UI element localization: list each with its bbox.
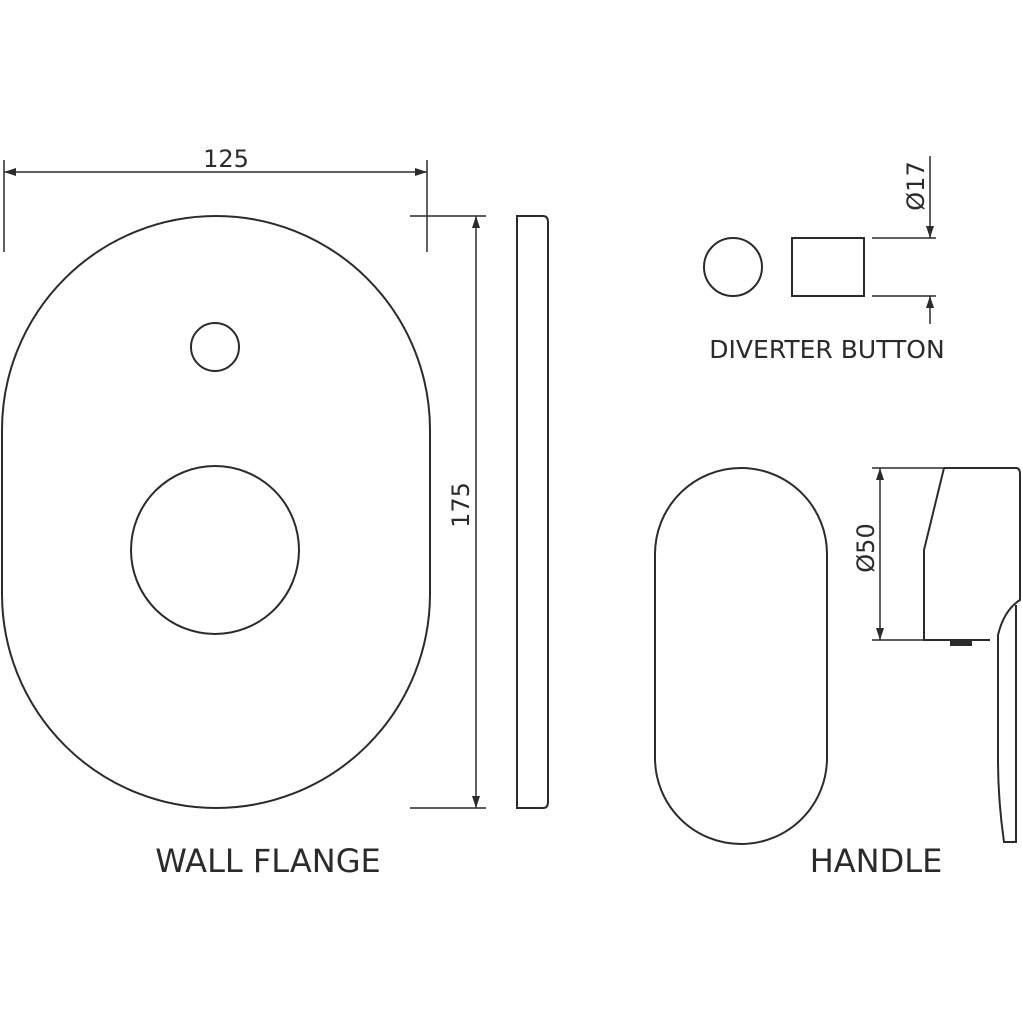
handle-arrow-bottom (876, 628, 884, 640)
arrow-left (4, 168, 16, 176)
flange-width-label: 125 (203, 145, 249, 173)
arrow-bottom (472, 796, 480, 808)
wall-flange-front-view (1, 215, 431, 809)
handle-diameter-label: Ø50 (852, 523, 880, 572)
arrow-top (472, 216, 480, 228)
diverter-button-front (703, 237, 763, 297)
flange-width-dimension: 125 (3, 145, 428, 252)
button-arrow-bottom (926, 296, 934, 308)
button-diameter-label: Ø17 (902, 161, 930, 210)
wall-flange-outline (1, 215, 431, 809)
flange-height-dimension: 175 (410, 215, 486, 809)
wall-flange-side-view (516, 215, 549, 809)
handle-body-outline (923, 467, 990, 641)
handle-group: Ø50 HANDLE (654, 467, 1021, 880)
arrow-right (415, 168, 427, 176)
diverter-button-group: Ø17 DIVERTER BUTTON (703, 156, 945, 364)
diverter-button-label: DIVERTER BUTTON (709, 335, 944, 364)
handle-arrow-top (876, 468, 884, 480)
flange-height-label: 175 (447, 482, 475, 528)
diverter-button-side (791, 237, 865, 297)
handle-label: HANDLE (810, 842, 943, 880)
wall-flange-label: WALL FLANGE (155, 842, 380, 880)
handle-hole (130, 465, 300, 635)
button-arrow-top (926, 226, 934, 238)
diverter-hole (190, 322, 240, 372)
handle-lever-outline (944, 467, 1021, 843)
handle-base-mark (950, 640, 972, 646)
handle-front-view (654, 467, 828, 845)
handle-lever-edge (1012, 605, 1017, 843)
